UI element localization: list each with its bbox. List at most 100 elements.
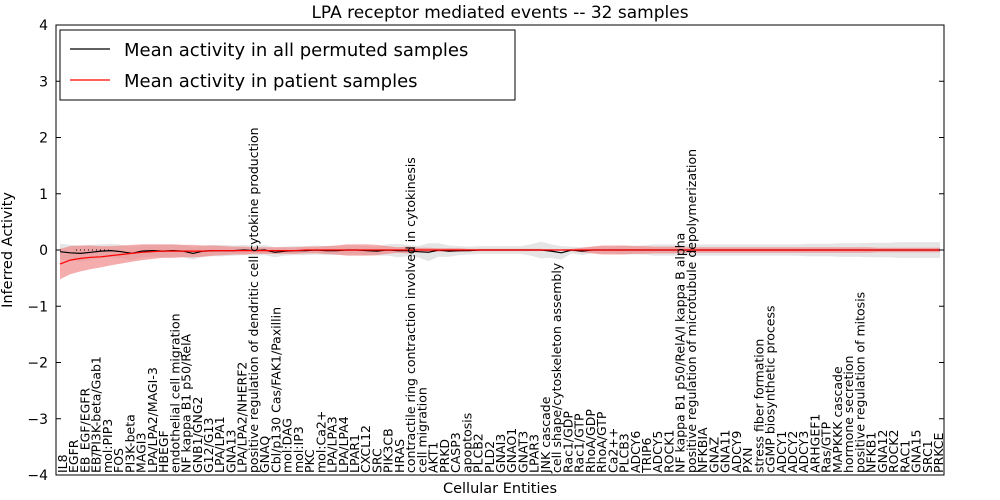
chart-title: LPA receptor mediated events -- 32 sampl…	[311, 3, 688, 23]
x-tick-label: GNAI3	[493, 434, 508, 473]
x-tick-label: EB_EGF/EGFR	[78, 388, 93, 473]
legend-box	[59, 29, 516, 101]
y-tick-label: −1	[27, 299, 48, 315]
y-tick-label: −3	[27, 412, 48, 428]
x-tick-label: ADCY9	[729, 431, 744, 473]
x-tick-label: Ca2++	[605, 428, 620, 473]
x-tick-label: NFKBIA	[695, 427, 710, 473]
x-tick-label: GNAO1	[504, 428, 519, 473]
x-tick-label: RhoA/GTP	[594, 411, 609, 473]
x-tick-label: FOS	[111, 448, 126, 473]
x-tick-label: ADCY2	[785, 431, 800, 473]
x-tick-label: ADCY1	[774, 431, 789, 473]
x-tick-label: PRKCE	[931, 433, 946, 473]
x-tick-label: Rac1/GDP	[560, 411, 575, 473]
x-tick-label: Cbl/p130 Cas/FAK1/Paxillin	[268, 307, 283, 473]
x-tick-label: PLD2	[482, 441, 497, 473]
x-tick-label: CXCL12	[358, 425, 373, 473]
x-tick-label: LPA/LPA3	[325, 416, 340, 473]
x-tick-label: PKC	[302, 449, 317, 473]
y-tick-label: 0	[39, 243, 48, 259]
x-tick-label: GNA15	[909, 430, 924, 474]
x-tick-label: mol:IP3	[291, 426, 306, 473]
x-tick-label: apoptosis	[459, 413, 474, 473]
x-tick-label: GNA12	[875, 430, 890, 474]
x-tick-label: GNB1/GNG2	[190, 397, 205, 473]
x-tick-label: GNA11	[718, 430, 733, 474]
x-tick-label: stress fiber formation	[751, 339, 766, 473]
x-tick-label: EGFR	[66, 439, 81, 473]
x-tick-label: LPA/LPA1	[212, 416, 227, 473]
x-tick-label: mol:Ca2+	[313, 411, 328, 473]
x-tick-label: HRAS	[392, 439, 407, 473]
x-axis-title: Cellular Entities	[443, 481, 557, 497]
patient-band	[60, 244, 940, 280]
permuted-band	[60, 241, 940, 262]
x-tick-label: SRC1	[920, 440, 935, 473]
x-tick-label: MAGI3	[134, 433, 149, 473]
y-tick-label: 3	[39, 74, 48, 90]
x-tick-label: HBEGF	[156, 430, 171, 473]
x-tick-label: Rac1/GTP	[572, 413, 587, 473]
x-tick-label: RhoA/GDP	[583, 409, 598, 473]
x-tick-label: endothelial cell migration	[167, 313, 182, 473]
y-axis: 4 3 2 1 0 −1 −2 −3 −4	[27, 18, 944, 484]
x-tick-label: GNAZ	[706, 437, 721, 473]
legend-label-patient: Mean activity in patient samples	[124, 71, 418, 92]
x-tick-label: positive regulation of mitosis	[852, 292, 867, 473]
y-tick-label: −2	[27, 356, 48, 372]
x-tick-label: ADCY5	[650, 431, 665, 473]
y-tick-label: 2	[39, 131, 48, 147]
x-tick-label: ROCK2	[886, 430, 901, 473]
patient-line	[59, 249, 940, 265]
x-tick-label: positive regulation of dendritic cell cy…	[246, 127, 261, 473]
lines-layer	[59, 249, 940, 265]
x-tick-label: NF kappa B1 p50/RelA	[179, 333, 194, 473]
x-tick-label: ROCK1	[662, 430, 677, 473]
x-tick-label: LPA/LPA2/MAGI-3	[145, 367, 160, 473]
x-tick-label: RAC1	[897, 440, 912, 473]
x-tick-label: mol:PIP3	[100, 419, 115, 473]
x-tick-label: PXN	[740, 448, 755, 473]
x-tick-label: NFKB1	[864, 432, 879, 473]
x-tick-label: LPAR3	[527, 434, 542, 473]
y-axis-title: Inferred Activity	[0, 192, 16, 308]
x-tick-label: JNK cascade	[538, 396, 553, 474]
x-tick-label: AKT1	[426, 442, 441, 473]
x-tick-label: IL8	[55, 454, 70, 473]
x-tick-label: PIK3CB	[381, 428, 396, 473]
x-tick-label: EB/PI3K-beta/Gab1	[89, 356, 104, 473]
x-tick-label: G12/G13	[201, 418, 216, 473]
x-tick-label: cell shape/cytoskeleton assembly	[549, 262, 564, 473]
y-tick-label: −4	[27, 468, 48, 484]
y-tick-label: 1	[39, 187, 48, 203]
x-tick-label: ARHGEF1	[808, 414, 823, 473]
x-tick-label: positive regulation of microtubule depol…	[684, 149, 699, 473]
x-tick-label: ADCY6	[628, 431, 643, 473]
y-tick-label: 4	[39, 18, 48, 34]
x-tick-label: ADCY3	[796, 431, 811, 473]
x-tick-label: MAPKKK cascade	[830, 366, 845, 473]
x-tick-label: LPAR1	[347, 434, 362, 473]
x-tick-label: PLCB3	[617, 433, 632, 473]
x-tick-label: PI3K-beta	[122, 414, 137, 473]
x-tick-label: PLCB2	[471, 433, 486, 473]
legend: Mean activity in all permuted samples Me…	[59, 29, 516, 101]
x-tick-label: CASP3	[448, 432, 463, 473]
x-tick-label: SRC	[370, 448, 385, 473]
x-tick-label: LPA/LPA2/NHERF2	[235, 362, 250, 473]
x-tick-label: LPA/LPA4	[336, 416, 351, 473]
x-tick-label: GNAT3	[516, 431, 531, 473]
bands-layer	[60, 241, 940, 280]
x-tick-label: GNAQ	[257, 436, 272, 473]
x-tick-label: TRIP6	[639, 437, 654, 474]
x-tick-label: mol:DAG	[280, 418, 295, 473]
x-tick-label: Ras/GTP	[819, 421, 834, 473]
x-tick-label: NF kappa B1 p50/RelA/I kappa B alpha	[673, 233, 688, 473]
x-tick-label: GNA13	[224, 430, 239, 474]
x-tick-label: hormone secretion	[841, 356, 856, 473]
x-axis-labels: IL8EGFREB_EGF/EGFREB/PI3K-beta/Gab1mol:P…	[55, 127, 946, 474]
x-tick-label: cell migration	[414, 387, 429, 473]
x-tick-label: cGMP biosynthetic process	[763, 305, 778, 473]
